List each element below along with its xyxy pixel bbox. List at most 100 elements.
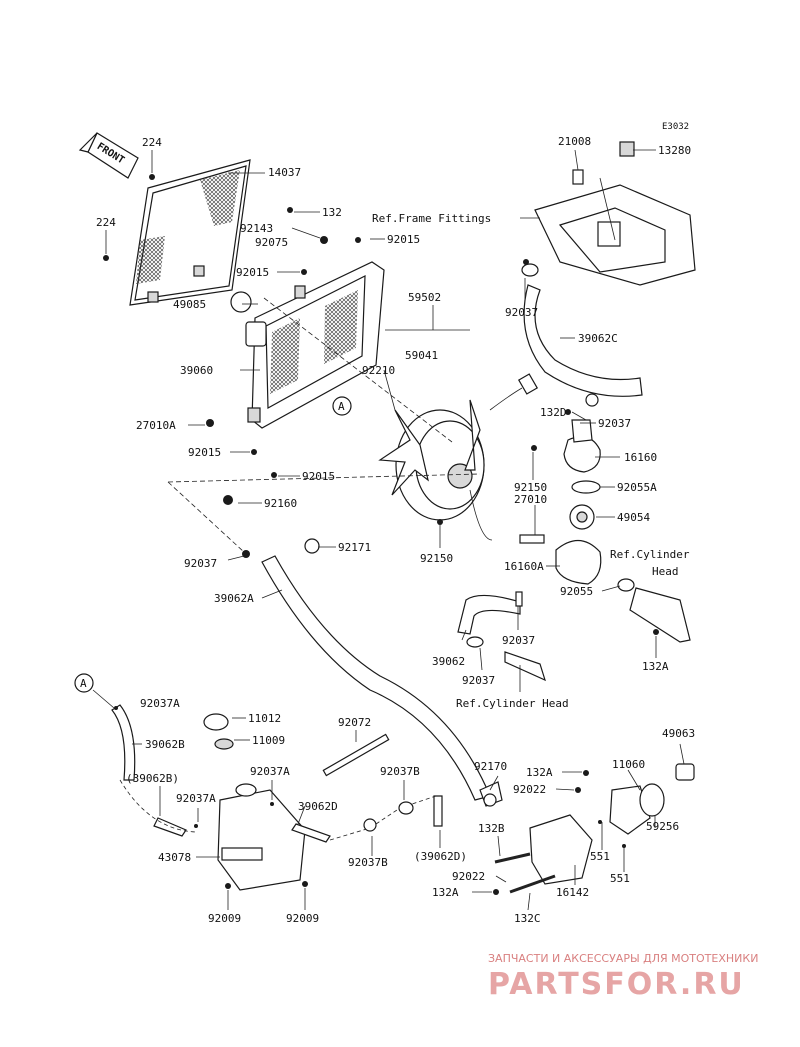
part-label: 39062C	[578, 332, 618, 345]
water-pump	[479, 763, 695, 894]
thermostat-cover	[555, 539, 691, 643]
hose-39062c	[523, 284, 643, 397]
pipe-cylinder-head	[504, 651, 546, 682]
radiator-screen	[129, 159, 251, 306]
part-label: 92037A	[140, 697, 180, 710]
front-arrow-icon: FRONT	[78, 132, 139, 179]
part-label: (39062B)	[126, 772, 179, 785]
part-label: 21008	[558, 135, 591, 148]
part-label: 16160	[624, 451, 657, 464]
part-label: 49085	[173, 298, 206, 311]
part-label: 92150	[514, 481, 547, 494]
part-label: 132C	[514, 912, 541, 925]
part-label: 92037	[502, 634, 535, 647]
part-label: 27010A	[136, 419, 176, 432]
watermark: ЗАПЧАСТИ И АКСЕССУАРЫ ДЛЯ МОТОТЕХНИКИ PA…	[488, 952, 758, 1002]
part-label: 92143	[240, 222, 273, 235]
part-label: 92170	[474, 760, 507, 773]
part-label: 27010	[514, 493, 547, 506]
part-label: 551	[590, 850, 610, 863]
leader-lines	[92, 149, 685, 911]
part-label: 39060	[180, 364, 213, 377]
part-label: 11060	[612, 758, 645, 771]
marker-label: A	[338, 400, 345, 413]
part-label: (39062D)	[414, 850, 467, 863]
thermostat-housing	[563, 419, 601, 530]
part-label: 59502	[408, 291, 441, 304]
part-label: 13280	[658, 144, 691, 157]
part-label: 49063	[662, 727, 695, 740]
marker-label: A	[80, 677, 87, 690]
part-label: 92072	[338, 716, 371, 729]
part-label: 92210	[362, 364, 395, 377]
part-label: 92037	[462, 674, 495, 687]
diagram-code: E3032	[662, 122, 689, 132]
part-label: 92037B	[348, 856, 388, 869]
part-label: 49054	[617, 511, 650, 524]
reference-label: Head	[652, 565, 679, 578]
part-label: 16160A	[504, 560, 544, 573]
hose-39062	[457, 594, 521, 635]
hose-39062d-2	[433, 795, 443, 827]
watermark-tagline: ЗАПЧАСТИ И АКСЕССУАРЫ ДЛЯ МОТОТЕХНИКИ	[488, 952, 758, 965]
part-label: 92022	[513, 783, 546, 796]
part-label: 92015	[188, 446, 221, 459]
reference-label: Ref.Cylinder	[610, 548, 690, 561]
part-label: 132A	[526, 766, 553, 779]
part-label: 43078	[158, 851, 191, 864]
part-label: 16142	[556, 886, 589, 899]
part-label: 92037	[505, 306, 538, 319]
part-label: 92022	[452, 870, 485, 883]
band-92072	[322, 733, 390, 777]
marker-a-2	[74, 673, 94, 693]
part-label: 92037	[598, 417, 631, 430]
part-label: 39062B	[145, 738, 185, 751]
part-label: 224	[142, 136, 162, 149]
part-label: 224	[96, 216, 116, 229]
part-label: 92015	[236, 266, 269, 279]
part-label: 92171	[338, 541, 371, 554]
part-label: 92037	[184, 557, 217, 570]
part-label: 92055A	[617, 481, 657, 494]
reference-label: Ref.Frame Fittings	[372, 212, 491, 225]
reference-label: Ref.Cylinder Head	[456, 697, 569, 710]
part-label: 132A	[432, 886, 459, 899]
marker-a-1	[332, 396, 352, 416]
part-label: 132	[322, 206, 342, 219]
part-label: 92037B	[380, 765, 420, 778]
part-labels: E3032 224 14037 224 92143 132 92075 9201…	[80, 122, 695, 925]
radiator	[230, 261, 385, 429]
part-label: 92055	[560, 585, 593, 598]
reserve-tank	[203, 713, 306, 891]
part-label: 132B	[478, 822, 505, 835]
part-label: 92075	[255, 236, 288, 249]
part-label: 551	[610, 872, 630, 885]
part-label: 39062D	[298, 800, 338, 813]
fasteners	[103, 174, 659, 895]
hose-39062b-2	[153, 817, 187, 837]
part-label: 14037	[268, 166, 301, 179]
part-label: 59041	[405, 349, 438, 362]
part-label: 92160	[264, 497, 297, 510]
part-label: 92150	[420, 552, 453, 565]
part-label: 39062A	[214, 592, 254, 605]
watermark-logo: PARTSFOR.RU	[488, 967, 745, 1002]
fan-assembly	[378, 373, 539, 541]
part-label: 92037A	[176, 792, 216, 805]
part-label: 59256	[646, 820, 679, 833]
hose-39062a	[261, 555, 491, 801]
part-label: 92009	[208, 912, 241, 925]
part-label: 92015	[387, 233, 420, 246]
hose-39062d	[291, 823, 331, 843]
part-label: 92015	[302, 470, 335, 483]
part-label: 11012	[248, 712, 281, 725]
part-label: 92037A	[250, 765, 290, 778]
part-label: 92009	[286, 912, 319, 925]
part-label: 39062	[432, 655, 465, 668]
frame-fitting	[534, 141, 696, 286]
part-label: 132A	[642, 660, 669, 673]
part-label: 132D	[540, 406, 567, 419]
part-label: 11009	[252, 734, 285, 747]
hose-39062b	[111, 704, 136, 781]
